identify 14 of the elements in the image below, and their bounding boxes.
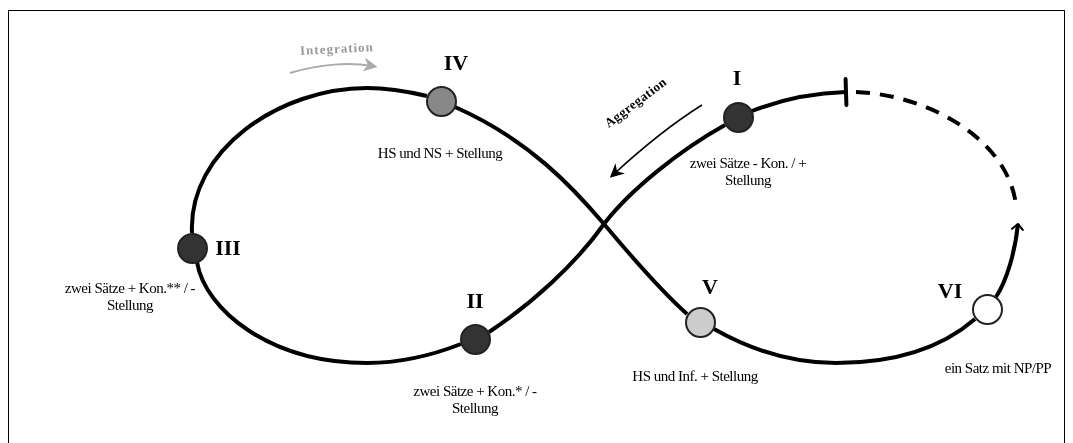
stage-description: zwei Sätze + Kon.* / - Stellung <box>412 383 538 417</box>
stage-numeral: III <box>215 236 241 260</box>
stage-description: zwei Sätze - Kon. / + Stellung <box>688 155 808 189</box>
stage-numeral: V <box>702 275 718 299</box>
stage-description: ein Satz mit NP/PP <box>943 360 1053 377</box>
stage-numeral: II <box>466 289 484 313</box>
stage-numeral: IV <box>443 51 469 75</box>
direction-label: Integration <box>299 40 375 57</box>
stage-description: HS und Inf. + Stellung <box>631 368 759 385</box>
stage-description: HS und NS + Stellung <box>376 145 504 162</box>
stage-numeral: VI <box>937 279 963 303</box>
stage-numeral: I <box>732 66 742 90</box>
stage-description: zwei Sätze + Kon.** / - Stellung <box>63 280 197 314</box>
arrow <box>994 223 1024 299</box>
